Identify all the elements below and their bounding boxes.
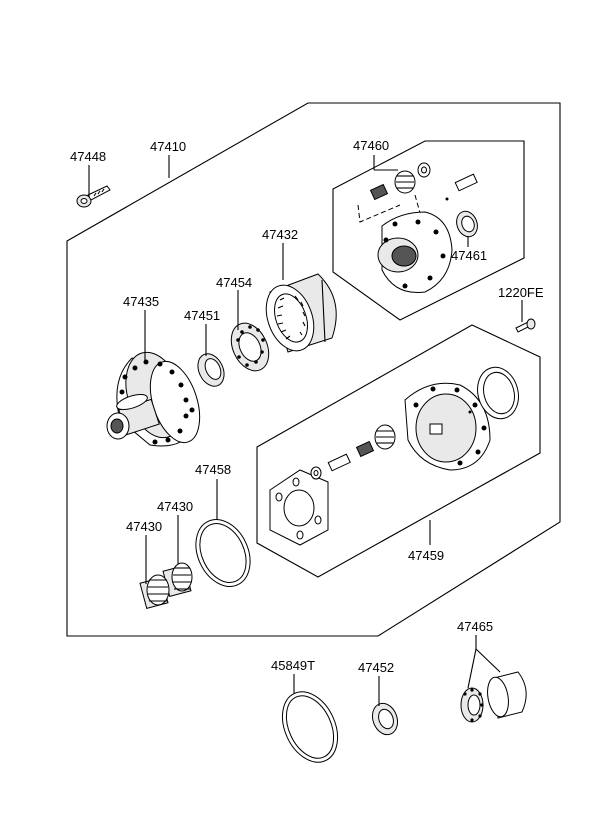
leader-lines [88,155,523,706]
label-1220FE: 1220FE [498,285,544,300]
bolt-47448 [76,185,111,208]
carrier-47435 [106,351,201,447]
gears-47430 [139,562,193,610]
label-47460: 47460 [353,138,389,153]
label-47448: 47448 [70,149,106,164]
label-47465: 47465 [457,619,493,634]
pump-subassembly-47460 [357,162,478,294]
assembly-outline-47410 [66,102,561,637]
bolt-1220FE [515,318,536,333]
label-47461: 47461 [451,248,487,263]
ring-47451 [197,353,225,387]
label-47432: 47432 [262,227,298,242]
label-47452: 47452 [358,660,394,675]
label-47459: 47459 [408,548,444,563]
seal-47452 [371,702,399,736]
o-ring-47458 [195,519,251,587]
o-ring-45849T [281,691,339,763]
label-47430-lower: 47430 [126,519,162,534]
label-47430-upper: 47430 [157,499,193,514]
label-45849T: 45849T [271,658,315,673]
label-47454: 47454 [216,275,252,290]
subassembly-outline-47460 [332,140,525,321]
subassembly-outline-47459 [256,324,541,578]
label-47458: 47458 [195,462,231,477]
label-47410: 47410 [150,139,186,154]
label-47451: 47451 [184,308,220,323]
drum-47432 [265,273,337,353]
bearing-47454 [230,322,270,372]
pump-subassembly-47459 [269,366,519,546]
bearing-set-47465 [460,671,527,723]
label-47435: 47435 [123,294,159,309]
